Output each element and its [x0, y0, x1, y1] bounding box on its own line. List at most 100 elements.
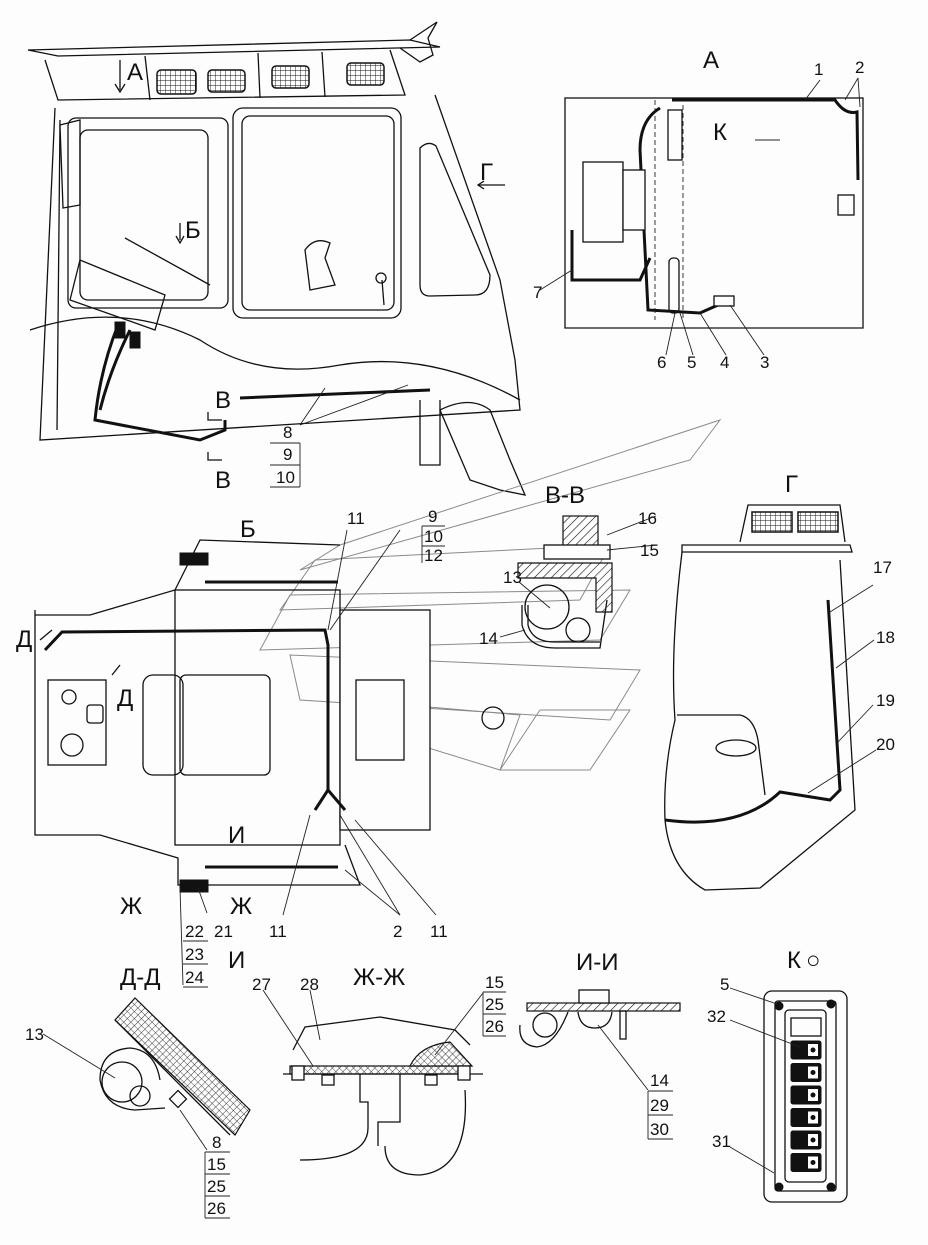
callout-6: 6 — [657, 353, 666, 372]
callout-11-bottom-right: 11 — [430, 922, 448, 941]
callout-12: 12 — [424, 546, 443, 565]
main-cab-view — [27, 21, 527, 496]
panel-frame-31 — [763, 990, 848, 1203]
rear-frame — [339, 609, 431, 831]
roof-vent-1 — [156, 69, 197, 95]
sensor-3 — [713, 295, 735, 307]
callout-16: 16 — [638, 509, 657, 528]
callout-25: 25 — [485, 995, 504, 1014]
view-marker-K: К — [713, 119, 727, 146]
callout-1: 1 — [814, 60, 823, 79]
section-marker-D-right: Д — [117, 685, 133, 712]
section-Zh-Zh — [262, 989, 484, 1176]
track-roller — [439, 401, 527, 496]
seat-back — [142, 674, 184, 776]
front-window — [241, 115, 395, 311]
view-G-title: Г — [785, 471, 798, 498]
insulated-panel — [114, 997, 251, 1136]
callout-31: 31 — [712, 1132, 731, 1151]
support-pillar — [419, 400, 441, 466]
callout-5-K: 5 — [720, 975, 729, 994]
view-marker-B: Б — [185, 217, 201, 244]
door-window-frame — [67, 117, 229, 309]
callout-7: 7 — [533, 283, 542, 302]
callout-20: 20 — [876, 735, 895, 754]
screw-5 — [774, 1001, 784, 1011]
harness-7 — [570, 230, 652, 282]
callout-4: 4 — [720, 353, 729, 372]
section-Zh-Zh-title: Ж-Ж — [353, 964, 405, 991]
roof-beacon — [399, 21, 438, 63]
section-V-V — [499, 515, 657, 649]
roof-vent-2 — [207, 69, 246, 93]
callout-11-bottom-left: 11 — [269, 922, 287, 941]
cab-rear-outline — [664, 551, 856, 891]
callout-stack-22-23-24: 22 23 24 — [183, 922, 208, 988]
hatched-plate — [526, 1002, 681, 1012]
callout-10: 10 — [424, 527, 443, 546]
rocker-switches — [790, 1040, 822, 1172]
callout-17: 17 — [873, 558, 892, 577]
section-D-D-title: Д-Д — [120, 964, 161, 991]
harness-underside — [239, 388, 431, 400]
cable-13 — [101, 1061, 143, 1103]
switch-glyph — [810, 1137, 816, 1143]
harness-17-20 — [664, 599, 842, 824]
screw — [826, 1182, 836, 1192]
connector — [114, 321, 126, 339]
switch-glyph — [810, 1115, 816, 1120]
dashboard — [69, 259, 166, 331]
callout-23: 23 — [185, 945, 204, 964]
roof-visor — [27, 39, 441, 57]
roof-vent-3 — [271, 65, 310, 89]
callout-27: 27 — [252, 975, 271, 994]
light-top — [179, 552, 209, 566]
callout-10: 10 — [276, 468, 295, 487]
view-A — [539, 77, 864, 356]
front-window-frame — [232, 107, 402, 319]
vent-2 — [797, 511, 839, 533]
callout-stack-8-9-10: 8 9 10 — [270, 423, 301, 488]
callout-15: 15 — [485, 973, 504, 992]
callout-22: 22 — [185, 922, 204, 941]
callout-15: 15 — [640, 541, 659, 560]
callout-9: 9 — [428, 507, 437, 526]
roof-box — [739, 504, 846, 543]
callout-14: 14 — [479, 629, 498, 648]
switch-glyph — [810, 1160, 816, 1165]
callout-9: 9 — [283, 445, 292, 464]
floor-cutline — [29, 316, 521, 401]
callout-2: 2 — [855, 58, 864, 77]
view-K-switch-panel — [729, 987, 848, 1203]
clamp-loop — [532, 1012, 558, 1038]
ghost-view-background — [259, 419, 722, 771]
harness-lower-left — [93, 324, 227, 442]
callout-18: 18 — [876, 628, 895, 647]
section-marker-D-left: Д — [16, 626, 32, 653]
view-G — [664, 504, 877, 891]
callout-13: 13 — [503, 568, 522, 587]
callout-21: 21 — [214, 922, 233, 941]
view-marker-A: А — [127, 59, 143, 86]
callout-stack-8-15-25-26: 8 15 25 26 — [204, 1133, 230, 1219]
section-I-I — [519, 989, 681, 1091]
heater-unit — [582, 161, 624, 243]
steering-column — [124, 237, 211, 286]
section-D-D — [42, 997, 251, 1151]
harness-main — [43, 628, 330, 811]
section-marker-I-bottom: И — [228, 947, 245, 974]
callout-26: 26 — [485, 1017, 504, 1036]
roof-vent-4 — [346, 62, 385, 86]
rear-side-window — [419, 142, 491, 297]
callout-stack-9-10-12: 9 10 12 — [421, 507, 445, 565]
lead-wire-2 — [384, 1089, 467, 1176]
callout-19: 19 — [876, 691, 895, 710]
lead-wire-1 — [299, 1127, 369, 1161]
cab-floor — [174, 589, 341, 846]
callout-32: 32 — [707, 1007, 726, 1026]
joystick — [304, 240, 336, 291]
section-marker-V-bottom: В — [215, 467, 231, 494]
callout-5: 5 — [687, 353, 696, 372]
